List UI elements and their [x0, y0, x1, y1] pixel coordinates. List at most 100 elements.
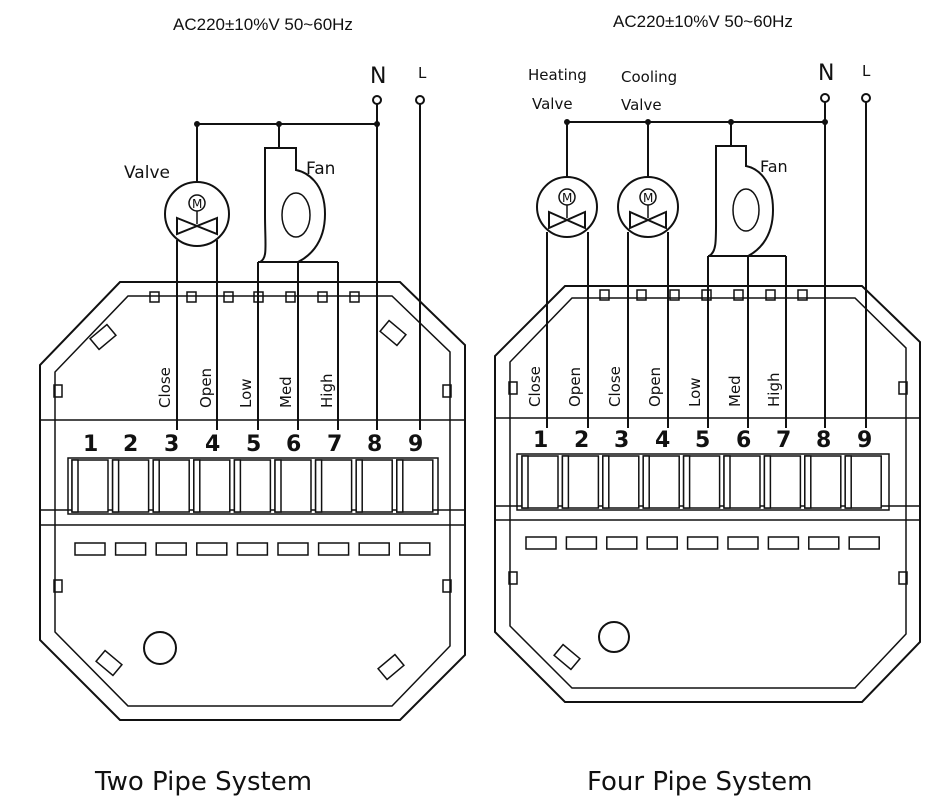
four-pipe-neutral-label: N — [818, 61, 834, 86]
terminal-number: 7 — [776, 428, 791, 453]
terminal-divider — [804, 455, 812, 509]
heating-valve-label-line2: Valve — [532, 95, 573, 113]
terminal-function-label: Low — [686, 377, 704, 407]
terminal-divider — [111, 459, 120, 513]
terminal-function-label: Med — [726, 375, 744, 407]
four-pipe-live-terminal — [861, 93, 871, 103]
two-pipe-neutral-label: N — [370, 64, 386, 89]
terminal-test-slot — [767, 536, 800, 550]
terminal-number: 7 — [327, 432, 342, 457]
terminal-function-label: Close — [606, 366, 624, 407]
terminal-divider — [844, 455, 852, 509]
four-pipe-fan-icon — [708, 145, 775, 257]
terminal-divider — [561, 455, 570, 509]
two-pipe-bottom-slots — [74, 542, 431, 556]
two-pipe-supply-label: AC220±10%V 50~60Hz — [173, 15, 353, 34]
terminal-number: 8 — [816, 428, 831, 453]
two-pipe-live-terminal — [415, 95, 425, 105]
terminal-divider — [71, 459, 79, 513]
four-pipe-mounting-hole — [598, 621, 630, 653]
four-pipe-neutral-terminal — [820, 93, 830, 103]
two-pipe-terminal-screws — [71, 459, 434, 513]
terminal-divider — [193, 459, 201, 513]
two-pipe-fan-label: Fan — [306, 159, 335, 179]
four-pipe-diagram: AC220±10%V 50~60Hz N L Heating Valve M C… — [494, 12, 921, 797]
heating-valve-icon: M — [536, 176, 598, 238]
two-pipe-valve-label: Valve — [124, 163, 170, 183]
terminal-divider — [763, 455, 772, 509]
two-pipe-terminal-function-labels: Close Open Low Med High — [156, 367, 336, 408]
four-pipe-supply-label: AC220±10%V 50~60Hz — [613, 12, 793, 31]
terminal-number: 9 — [408, 432, 423, 457]
terminal-function-label: High — [318, 374, 336, 408]
two-pipe-terminal-block — [67, 457, 439, 515]
four-pipe-terminal-block — [516, 453, 890, 511]
terminal-divider — [723, 455, 731, 509]
four-pipe-caption: Four Pipe System — [587, 767, 812, 797]
terminal-function-label: Open — [197, 368, 215, 408]
terminal-number: 6 — [736, 428, 751, 453]
terminal-number: 6 — [286, 432, 301, 457]
two-pipe-motor-symbol: M — [192, 197, 202, 211]
two-pipe-live-label: L — [418, 64, 427, 82]
terminal-divider — [355, 459, 363, 513]
terminal-number: 1 — [533, 428, 548, 453]
four-pipe-terminal-numbers: 1 2 3 4 5 6 7 8 9 — [533, 428, 872, 453]
terminal-number: 3 — [614, 428, 629, 453]
terminal-number: 5 — [246, 432, 261, 457]
terminal-function-label: Med — [277, 376, 295, 408]
terminal-divider — [396, 459, 404, 513]
terminal-number: 5 — [695, 428, 710, 453]
terminal-test-slot — [317, 542, 350, 556]
two-pipe-mounting-hole — [143, 631, 177, 665]
terminal-function-label: Close — [526, 366, 544, 407]
terminal-function-label: Low — [237, 378, 255, 408]
two-pipe-diagram: AC220±10%V 50~60Hz N L Valve M Fan — [39, 15, 466, 797]
terminal-test-slot — [196, 542, 228, 556]
terminal-number: 1 — [83, 432, 98, 457]
terminal-divider — [602, 455, 610, 509]
cooling-valve-motor-symbol: M — [643, 191, 653, 205]
heating-valve-motor-symbol: M — [562, 191, 572, 205]
terminal-test-slot — [236, 542, 269, 556]
terminal-divider — [642, 455, 650, 509]
cooling-valve-label-line2: Valve — [621, 96, 662, 114]
terminal-function-label: Close — [156, 367, 174, 408]
terminal-number: 4 — [655, 428, 670, 453]
four-pipe-live-label: L — [862, 62, 871, 80]
terminal-divider — [682, 455, 691, 509]
terminal-number: 2 — [574, 428, 589, 453]
terminal-number: 2 — [123, 432, 138, 457]
heating-valve-label-line1: Heating — [528, 66, 587, 84]
cooling-valve-icon: M — [617, 176, 679, 238]
two-pipe-terminal-numbers: 1 2 3 4 5 6 7 8 9 — [83, 432, 423, 457]
four-pipe-terminal-screws — [521, 455, 882, 509]
terminal-divider — [152, 459, 160, 513]
terminal-number: 3 — [164, 432, 179, 457]
terminal-test-slot — [74, 542, 106, 556]
terminal-test-slot — [848, 536, 880, 550]
terminal-test-slot — [808, 536, 840, 550]
terminal-test-slot — [686, 536, 719, 550]
terminal-test-slot — [114, 542, 147, 556]
four-pipe-bottom-slots — [525, 536, 880, 550]
terminal-test-slot — [565, 536, 598, 550]
terminal-divider — [521, 455, 529, 509]
terminal-function-label: Open — [566, 367, 584, 407]
two-pipe-caption: Two Pipe System — [94, 767, 312, 797]
terminal-function-label: High — [765, 373, 783, 407]
four-pipe-fan-label: Fan — [760, 157, 788, 176]
two-pipe-thermostat-back-housing — [39, 281, 466, 721]
terminal-test-slot — [155, 542, 187, 556]
terminal-test-slot — [277, 542, 309, 556]
terminal-divider — [233, 459, 242, 513]
terminal-number: 8 — [367, 432, 382, 457]
terminal-test-slot — [727, 536, 759, 550]
two-pipe-motorized-valve-icon: M — [164, 181, 230, 247]
terminal-number: 4 — [205, 432, 220, 457]
terminal-test-slot — [358, 542, 390, 556]
terminal-divider — [314, 459, 323, 513]
two-pipe-fan-icon — [259, 147, 327, 263]
cooling-valve-label-line1: Cooling — [621, 68, 677, 86]
